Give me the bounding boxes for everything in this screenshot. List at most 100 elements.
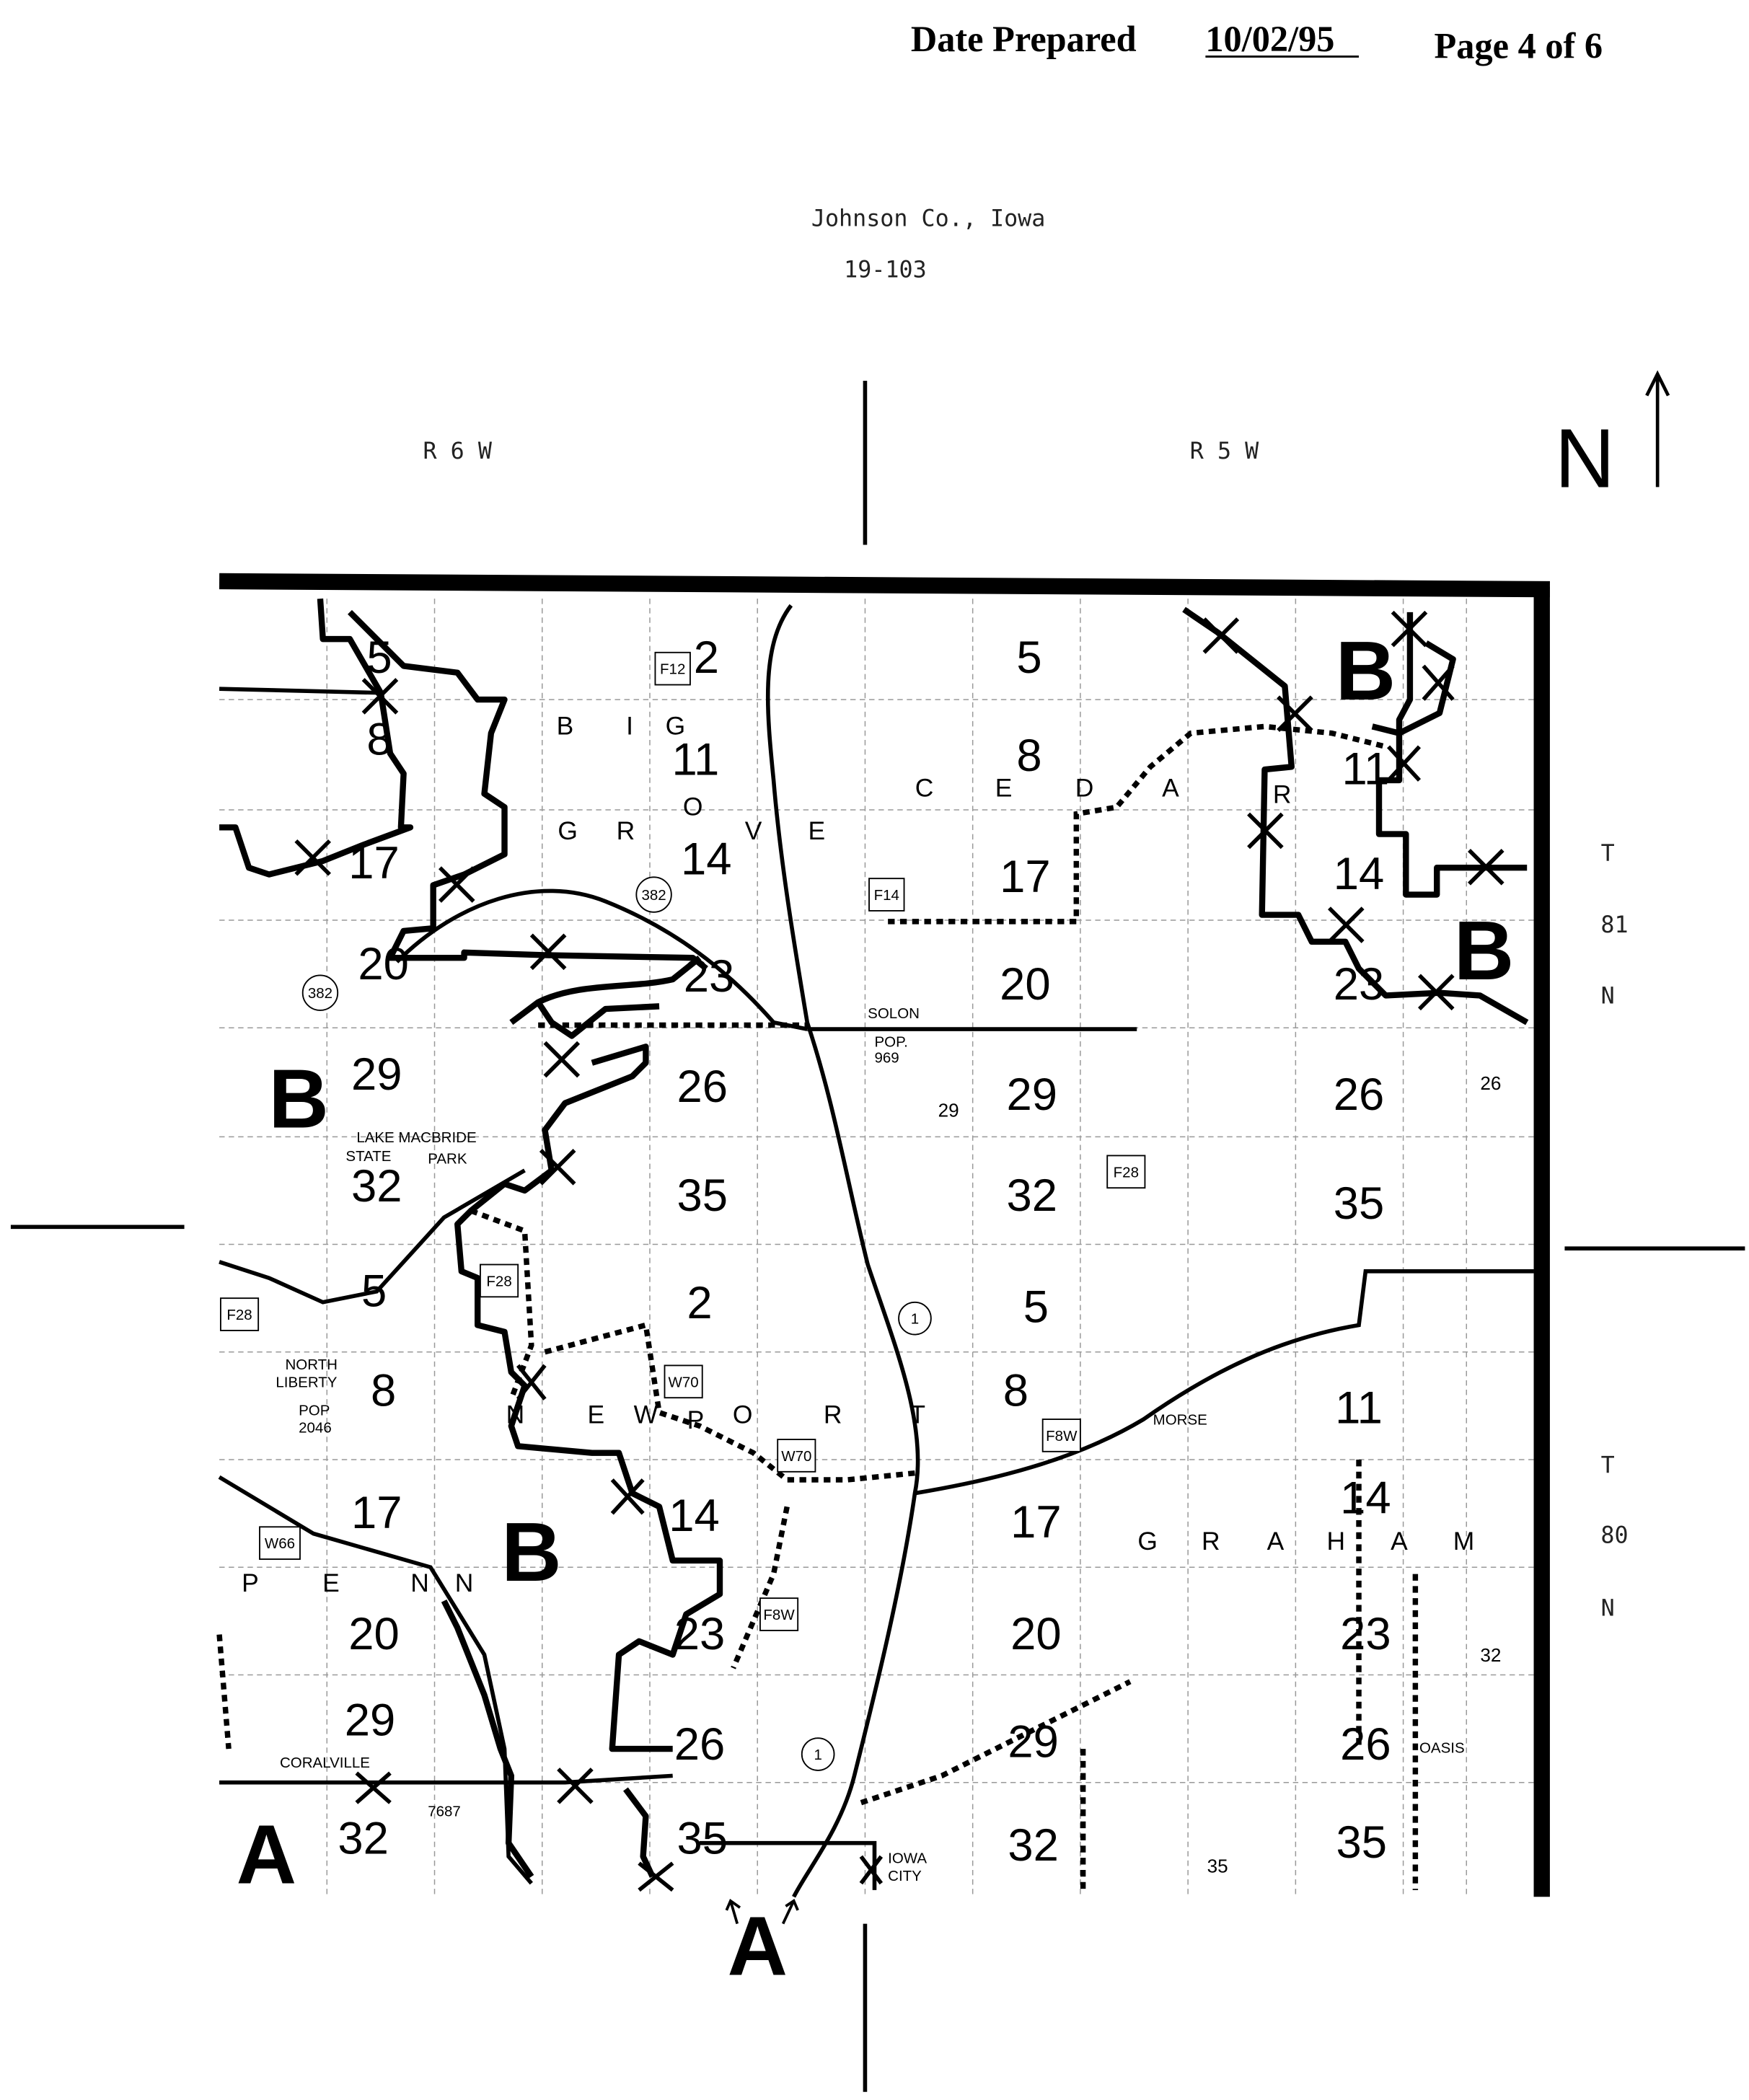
lake-macbride-label: LAKE MACBRIDE <box>356 1129 476 1146</box>
section-number: 26 <box>1334 1069 1385 1120</box>
svg-text:M: M <box>1453 1527 1475 1556</box>
highways <box>218 604 1534 1898</box>
section-number: 8 <box>366 715 392 765</box>
section-number: 20 <box>348 1609 400 1659</box>
place-iowa-city: IOWA <box>888 1850 927 1867</box>
svg-text:2046: 2046 <box>299 1420 332 1437</box>
road-1: 1 <box>911 1311 919 1328</box>
svg-text:G: G <box>666 712 686 741</box>
section-number: 14 <box>669 1491 720 1541</box>
section-number: 29 <box>351 1049 402 1100</box>
svg-text:P: P <box>687 1406 705 1434</box>
date-value: 10/02/95 <box>1205 19 1334 59</box>
zone-a-label: A <box>727 1899 788 1993</box>
section-number: 20 <box>1010 1609 1062 1659</box>
road-f12: F12 <box>660 661 685 678</box>
svg-text:N: N <box>410 1569 429 1597</box>
section-number: 2 <box>694 632 719 683</box>
svg-text:G: G <box>1137 1527 1158 1556</box>
section-number: 2 <box>687 1278 712 1328</box>
section-number: 17 <box>1010 1497 1062 1548</box>
township-tier-t81: T 81 N <box>1600 841 1628 1010</box>
section-number: 5 <box>1023 1282 1049 1333</box>
section-number: 23 <box>674 1609 726 1659</box>
svg-text:O: O <box>733 1400 753 1429</box>
zone-a-label: A <box>237 1808 297 1902</box>
svg-text:W: W <box>634 1400 658 1429</box>
section-number: 17 <box>351 1488 402 1538</box>
section-grid <box>219 599 1534 1897</box>
place-solon: SOLON <box>868 1005 920 1022</box>
north-arrow-icon: N <box>1555 370 1670 505</box>
section-number: 26 <box>674 1719 726 1770</box>
section-number: 11 <box>1342 744 1389 795</box>
section-number: 14 <box>681 834 732 885</box>
place-coralville: CORALVILLE <box>280 1755 370 1771</box>
road-382: 382 <box>308 985 332 1002</box>
section-number: 20 <box>358 939 409 989</box>
svg-text:N: N <box>1601 984 1615 1010</box>
section-number: 32 <box>1006 1170 1057 1221</box>
section-number: 17 <box>348 838 400 888</box>
township-tier-t80: T 80 N <box>1600 1453 1628 1622</box>
date-label: Date Prepared <box>911 19 1137 59</box>
zone-b-label: B <box>268 1051 329 1145</box>
zone-labels: B B B B A A <box>237 624 1515 1993</box>
section-number-small: 32 <box>1480 1644 1501 1666</box>
svg-text:H: H <box>1327 1527 1346 1556</box>
place-labels: SOLON POP. 969 LAKE MACBRIDE STATE PARK … <box>276 1005 1464 1884</box>
section-number: 23 <box>684 951 735 1002</box>
svg-text:R: R <box>1202 1527 1220 1556</box>
section-number: 5 <box>361 1266 387 1316</box>
svg-text:E: E <box>588 1400 605 1429</box>
svg-text:O: O <box>683 792 703 821</box>
township-graham: G R A H A M <box>1137 1527 1474 1556</box>
section-number: 26 <box>1340 1719 1391 1770</box>
svg-text:R: R <box>824 1400 842 1429</box>
section-number: 8 <box>371 1365 396 1416</box>
svg-text:POP: POP <box>299 1402 330 1419</box>
svg-text:80: 80 <box>1600 1523 1628 1549</box>
section-number: 20 <box>1000 959 1051 1010</box>
svg-text:E: E <box>995 773 1013 802</box>
boundary-lines <box>219 598 1529 1879</box>
county-title: Johnson Co., Iowa <box>811 206 1045 231</box>
section-number: 17 <box>1000 852 1051 902</box>
svg-text:81: 81 <box>1600 912 1628 938</box>
registration-ticks <box>10 380 1745 2092</box>
svg-text:D: D <box>1075 773 1094 802</box>
section-number-small: 29 <box>938 1099 959 1121</box>
svg-text:N: N <box>455 1569 474 1597</box>
svg-text:PARK: PARK <box>428 1151 467 1168</box>
svg-text:A: A <box>1267 1527 1285 1556</box>
road-f8w: F8W <box>763 1607 795 1623</box>
section-number: 14 <box>1340 1473 1391 1524</box>
svg-text:N: N <box>506 1400 525 1429</box>
svg-text:7687: 7687 <box>428 1803 461 1819</box>
township-penn: P E N N <box>242 1569 473 1597</box>
svg-text:N: N <box>1601 1595 1615 1621</box>
section-number: 35 <box>677 1814 728 1864</box>
section-number: 11 <box>671 735 719 785</box>
svg-text:P: P <box>242 1569 259 1597</box>
svg-text:N: N <box>1555 411 1616 505</box>
svg-text:V: V <box>745 816 762 845</box>
place-oasis: OASIS <box>1419 1740 1465 1757</box>
zone-b-label: B <box>501 1505 562 1599</box>
crossing-markers <box>294 610 1505 1892</box>
svg-text:T: T <box>909 1400 925 1429</box>
township-cedar: C E D A R <box>915 773 1292 808</box>
section-number: 8 <box>1003 1365 1028 1416</box>
svg-text:G: G <box>558 816 578 845</box>
arrow-icon <box>725 1898 799 1925</box>
section-number: 11 <box>1335 1383 1383 1434</box>
section-number: 5 <box>1016 632 1041 683</box>
zone-b-label: B <box>1454 904 1515 997</box>
svg-text:STATE: STATE <box>345 1148 391 1165</box>
section-number: 29 <box>1006 1069 1057 1120</box>
section-number: 35 <box>1336 1817 1388 1868</box>
section-number: 8 <box>1016 731 1041 781</box>
section-numbers: 2 5 8 11 14 17 20 23 26 29 32 35 5 8 17 … <box>338 632 1501 1877</box>
svg-text:I: I <box>626 712 633 741</box>
section-number: 32 <box>1008 1820 1059 1871</box>
